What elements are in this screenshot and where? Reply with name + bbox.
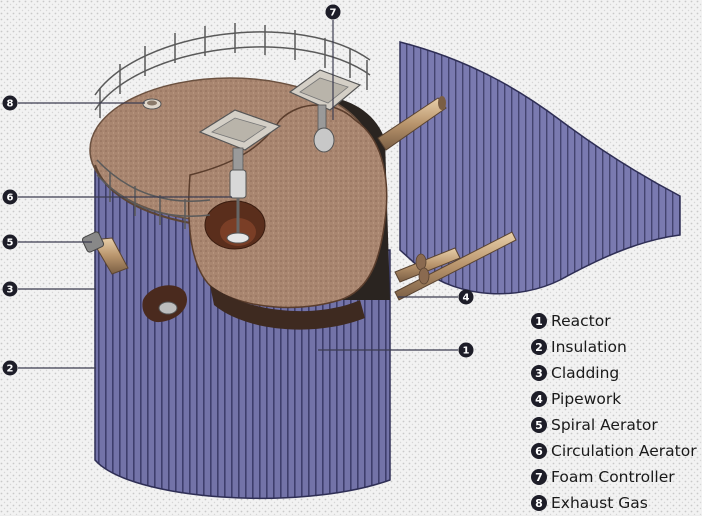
insulation-bottom-edge <box>210 285 365 330</box>
legend-label: Cladding <box>551 364 620 382</box>
callout-5: 5 <box>2 234 18 250</box>
callout-3-number: 3 <box>7 285 14 296</box>
spiral-aerator <box>81 231 129 275</box>
callout-2: 2 <box>2 360 18 376</box>
cylinder-cladding <box>94 148 391 500</box>
legend-number: 7 <box>531 469 547 485</box>
railing <box>94 23 371 229</box>
callout-2-number: 2 <box>7 364 14 375</box>
legend-label: Spiral Aerator <box>551 416 658 434</box>
callout-3: 3 <box>2 281 18 297</box>
exhaust-port-inner <box>147 100 157 106</box>
legend-number: 8 <box>531 495 547 511</box>
legend-number: 5 <box>531 417 547 433</box>
legend-number: 2 <box>531 339 547 355</box>
callout-4: 4 <box>458 289 474 305</box>
legend-label: Insulation <box>551 338 627 356</box>
legend-number: 6 <box>531 443 547 459</box>
callout-6-number: 6 <box>7 193 14 204</box>
legend-number: 4 <box>531 391 547 407</box>
legend-number: 1 <box>531 313 547 329</box>
callout-1-number: 1 <box>463 346 470 357</box>
callout-8-number: 8 <box>7 99 14 110</box>
side-cutaway-disc <box>158 301 178 315</box>
callout-1: 1 <box>458 342 474 358</box>
legend-label: Exhaust Gas <box>551 494 648 512</box>
callout-6: 6 <box>2 189 18 205</box>
pipework-upper <box>377 96 447 151</box>
callout-4-number: 4 <box>463 293 470 304</box>
legend-number: 3 <box>531 365 547 381</box>
circulation-aerator <box>198 109 282 244</box>
callout-7: 7 <box>325 4 341 20</box>
legend-label: Circulation Aerator <box>551 442 697 460</box>
callout-7-number: 7 <box>330 8 337 19</box>
foam-controller <box>288 69 362 153</box>
pipework-lower <box>394 231 517 301</box>
callout-8: 8 <box>2 95 18 111</box>
legend-label: Reactor <box>551 312 611 330</box>
callout-5-number: 5 <box>7 238 14 249</box>
legend-label: Foam Controller <box>551 468 675 486</box>
cladding-panel <box>399 41 681 295</box>
legend-label: Pipework <box>551 390 622 408</box>
